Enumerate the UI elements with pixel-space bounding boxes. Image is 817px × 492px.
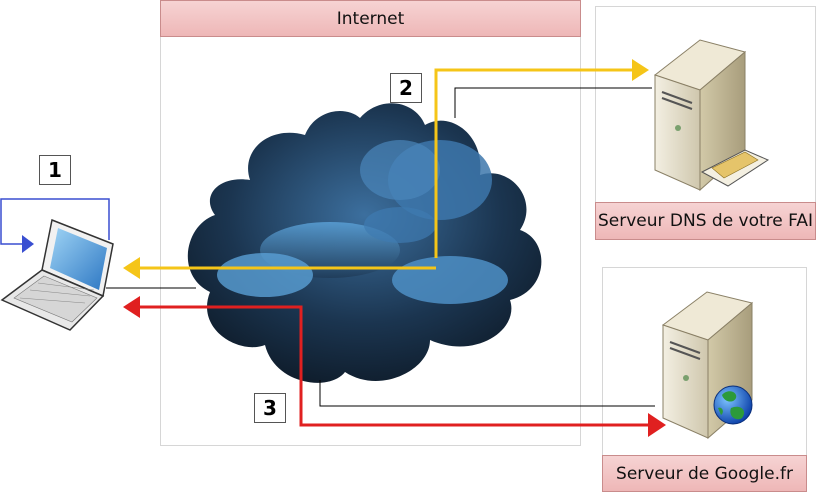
step2-arrowhead-dns	[632, 59, 649, 81]
internet-label: Internet	[160, 0, 581, 37]
laptop-icon	[0, 218, 114, 331]
step2-arrowhead-laptop	[123, 257, 140, 279]
step3-arrowhead-google	[648, 413, 666, 437]
step-1-badge: 1	[39, 155, 71, 185]
cloud-icon	[187, 103, 542, 383]
step-2-badge: 2	[390, 73, 422, 103]
dns-server-label: Serveur DNS de votre FAI	[595, 202, 816, 240]
step3-arrowhead-laptop	[123, 296, 140, 318]
connection-lines	[106, 87, 655, 407]
globe-icon	[713, 385, 753, 425]
step2-arrow	[140, 68, 632, 270]
step1-arrow	[0, 198, 110, 253]
server-icon	[653, 39, 770, 192]
step3-arrow	[140, 305, 648, 427]
step-3-badge: 3	[254, 393, 286, 423]
